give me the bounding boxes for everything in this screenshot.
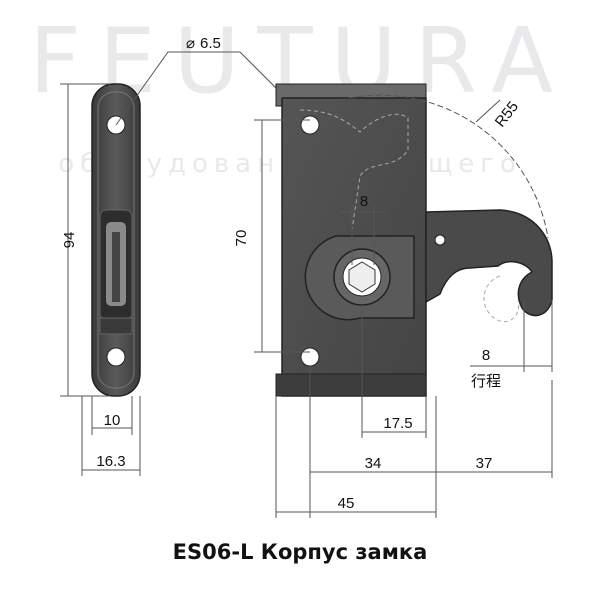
dim-16-3-label: 16.3 bbox=[96, 453, 125, 470]
dim-stroke-caption: 行程 bbox=[471, 373, 501, 390]
dim-8-stroke-label: 8 bbox=[482, 347, 490, 364]
drawing-caption: ES06-L Корпус замка bbox=[172, 540, 428, 564]
dim-r55 bbox=[339, 94, 549, 239]
dim-34-label: 34 bbox=[365, 455, 382, 472]
dim-37-label: 37 bbox=[476, 455, 493, 472]
dim-70-label: 70 bbox=[233, 230, 250, 247]
dim-94 bbox=[60, 83, 110, 397]
front-view bbox=[275, 83, 553, 397]
side-view bbox=[91, 83, 141, 397]
dim-10-label: 10 bbox=[104, 412, 121, 429]
dim-8-key-label: 8 bbox=[360, 193, 368, 210]
dim-17-5 bbox=[361, 305, 427, 438]
dim-16-3 bbox=[81, 396, 141, 476]
dim-94-label: 94 bbox=[61, 232, 78, 249]
dim-10 bbox=[91, 396, 133, 435]
dim-34-37 bbox=[309, 366, 553, 518]
dim-45 bbox=[275, 396, 437, 518]
dim-8-stroke bbox=[470, 300, 553, 372]
dim-8-key bbox=[340, 205, 386, 265]
dim-17-5-label: 17.5 bbox=[383, 415, 412, 432]
dim-diameter-symbol: ⌀ bbox=[186, 35, 195, 52]
dim-70 bbox=[254, 119, 310, 353]
dim-diameter-label: 6.5 bbox=[200, 35, 221, 52]
dim-45-label: 45 bbox=[338, 495, 355, 512]
